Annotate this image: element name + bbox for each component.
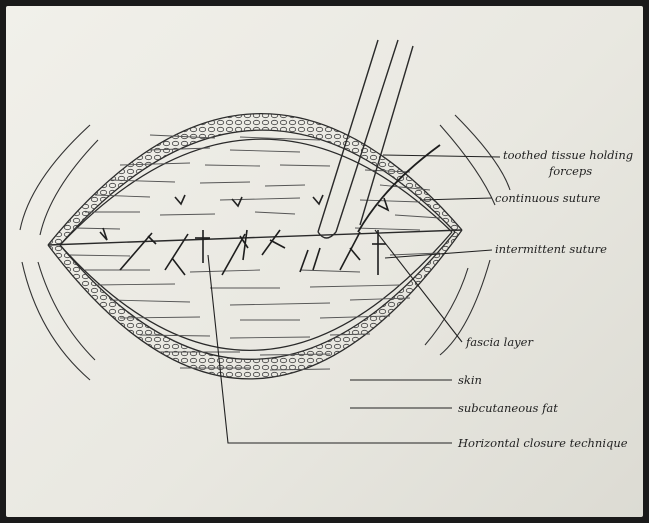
label-horizontal-closure: Horizontal closure technique (457, 436, 628, 450)
label-toothed-forceps-line2: forceps (548, 164, 592, 178)
label-subcutaneous-fat: subcutaneous fat (458, 401, 558, 415)
intermittent-sutures (120, 230, 386, 275)
label-continuous-suture: continuous suture (495, 191, 601, 205)
label-intermittent-suture: intermittent suture (495, 242, 607, 256)
label-toothed-forceps-line1: toothed tissue holding (503, 148, 633, 162)
incision-line (48, 230, 462, 245)
label-skin: skin (458, 373, 482, 387)
wound-edge-arcs (20, 115, 510, 380)
direction-marks (100, 195, 323, 240)
label-fascia-layer: fascia layer (465, 335, 534, 349)
skin-outline (48, 114, 462, 379)
